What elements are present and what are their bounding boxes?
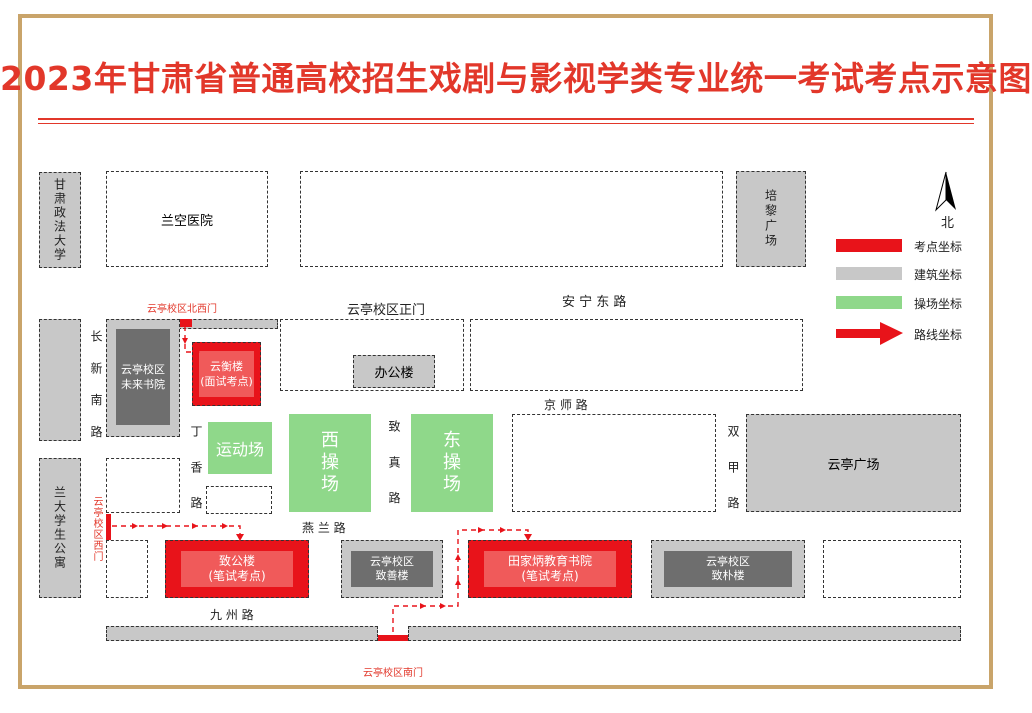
campus-south-wall-east xyxy=(408,626,961,641)
legend-exam-swatch xyxy=(836,239,902,252)
building-lanzhou-apartment: 兰大学生公寓 xyxy=(39,458,81,598)
building-north-block xyxy=(300,171,723,267)
campus-north-east xyxy=(470,319,803,391)
compass-label: 北 xyxy=(941,216,955,231)
building-lankong: 兰空医院 xyxy=(106,171,268,267)
building-peili-label: 培黎广场 xyxy=(763,189,778,249)
road-yanlan: 燕 兰 路 xyxy=(302,521,346,535)
building-yunheng: 云衡楼 (面试考点) xyxy=(192,342,261,406)
building-zhigong: 致公楼 (笔试考点) xyxy=(165,540,309,598)
field-west: 西 操 场 xyxy=(289,414,371,512)
building-gansu-law-label: 甘肃政法大学 xyxy=(52,178,67,262)
legend-exam-label: 考点坐标 xyxy=(914,240,963,254)
legend-building-label: 建筑坐标 xyxy=(914,268,963,282)
building-office: 办公楼 xyxy=(353,355,435,388)
gate-west-marker xyxy=(106,514,111,540)
title-rule-bottom xyxy=(38,123,974,124)
building-changxin-west xyxy=(39,319,81,441)
building-zhigong-label: 致公楼 (笔试考点) xyxy=(181,551,293,587)
building-zhipu-label: 云亭校区 致朴楼 xyxy=(664,551,792,587)
legend-route-label: 路线坐标 xyxy=(914,328,963,342)
building-yunting-square: 云亭广场 xyxy=(746,414,961,512)
legend-building-swatch xyxy=(836,267,902,280)
road-changxin-south: 长 新 南 路 xyxy=(89,330,103,446)
gate-south-label: 云亭校区南门 xyxy=(363,668,423,679)
building-southeast-block xyxy=(823,540,961,598)
building-weilai: 云亭校区 未来书院 xyxy=(116,329,170,425)
legend-field-swatch xyxy=(836,296,902,309)
building-tianjiabing: 田家炳教育书院 (笔试考点) xyxy=(468,540,632,598)
road-anning-east: 安 宁 东 路 xyxy=(562,295,627,310)
campus-weilai-block: 云亭校区 未来书院 xyxy=(106,319,180,437)
building-tianjiabing-label: 田家炳教育书院 (笔试考点) xyxy=(484,551,616,587)
gate-south-marker xyxy=(378,635,408,641)
map-title: 2023年甘肃省普通高校招生戏剧与影视学类专业统一考试考点示意图 xyxy=(0,59,1032,98)
road-jiuzhou: 九 州 路 xyxy=(210,608,254,622)
road-shuangjia: 双 甲 路 xyxy=(726,425,740,519)
building-gansu-law: 甘肃政法大学 xyxy=(39,172,81,268)
campus-small-block-2 xyxy=(206,486,272,514)
building-zhipu: 云亭校区 致朴楼 xyxy=(651,540,805,598)
field-east: 东 操 场 xyxy=(411,414,493,512)
gate-main-label: 云亭校区正门 xyxy=(347,303,426,318)
building-jingshi-block xyxy=(512,414,716,512)
building-zhishan: 云亭校区 致善楼 xyxy=(341,540,443,598)
building-lanzhou-apartment-label: 兰大学生公寓 xyxy=(52,486,67,570)
road-jingshi: 京 师 路 xyxy=(544,398,588,412)
building-peili: 培黎广场 xyxy=(736,171,806,267)
building-yunheng-label: 云衡楼 (面试考点) xyxy=(199,351,254,397)
gate-northwest-label: 云亭校区北西门 xyxy=(147,304,217,315)
road-zhizhen: 致 真 路 xyxy=(387,420,401,514)
gate-west-label: 云亭校区西门 xyxy=(91,496,102,562)
building-zhishan-label: 云亭校区 致善楼 xyxy=(351,551,433,587)
building-lankong-label: 兰空医院 xyxy=(160,213,213,229)
title-rule-top xyxy=(38,118,974,120)
campus-small-block-1 xyxy=(106,458,180,513)
gate-northwest-marker xyxy=(180,319,192,327)
legend-field-label: 操场坐标 xyxy=(914,297,963,311)
field-sports: 运动场 xyxy=(208,422,272,474)
road-dingxiang: 丁 香 路 xyxy=(189,425,203,519)
campus-small-block-3 xyxy=(106,540,148,598)
campus-south-wall-west xyxy=(106,626,378,641)
